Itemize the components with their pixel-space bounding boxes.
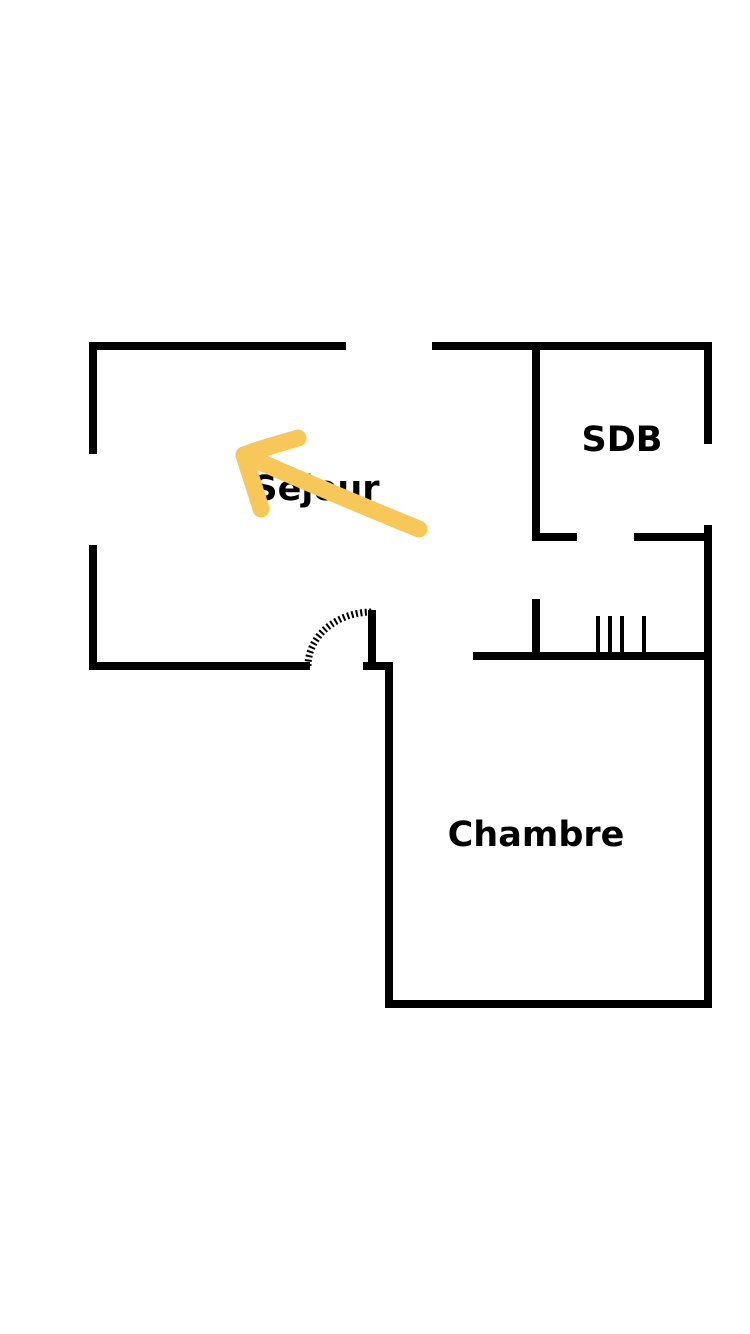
- chambre-wall-right: [363, 525, 712, 1008]
- annotation-arrow-icon: [235, 429, 428, 538]
- room-label-chambre: Chambre: [448, 815, 625, 855]
- sejour-wall-bottom-left: [89, 545, 310, 670]
- room-label-sdb: SDB: [582, 420, 663, 460]
- walls: [89, 342, 712, 1008]
- wall-top-right: [432, 342, 712, 444]
- stairs: [596, 616, 646, 656]
- door-swing-arc: [304, 608, 373, 667]
- sejour-wall-top-left: [89, 342, 346, 454]
